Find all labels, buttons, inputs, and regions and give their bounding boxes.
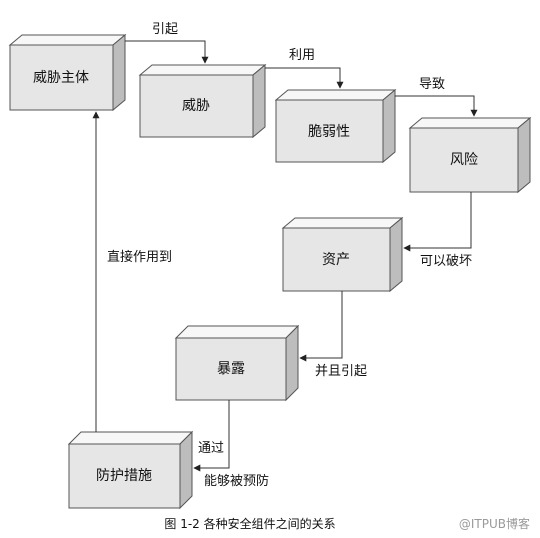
node-threat-agent-label: 威胁主体: [33, 70, 89, 86]
box-risk: 风险: [408, 116, 532, 194]
edge-label-direct-effect: 直接作用到: [107, 249, 172, 265]
edge-label-exploit: 利用: [289, 48, 315, 63]
node-vulnerability-label: 脆弱性: [308, 123, 350, 140]
box-threat: 威胁: [138, 63, 267, 139]
edge-label-and-cause: 并且引起: [315, 364, 367, 379]
node-risk-label: 风险: [450, 152, 478, 168]
edge-label-lead-to: 导致: [419, 77, 445, 92]
edge-asset-to-exposure: [299, 291, 343, 362]
edge-risk-to-asset: [403, 192, 472, 252]
node-exposure-label: 暴露: [217, 361, 245, 377]
edge-label-through: 通过: [198, 441, 224, 456]
box-exposure: 暴露: [174, 324, 300, 402]
edge-threat-agent-to-threat: [125, 40, 209, 64]
edge-threat-to-vulnerability: [265, 67, 344, 89]
box-threat-agent: 威胁主体: [8, 33, 127, 112]
node-asset-label: 资产: [322, 252, 350, 268]
edge-label-cause: 引起: [152, 22, 178, 37]
box-safeguard: 防护措施: [67, 430, 194, 510]
edge-label-can-prevent: 能够被预防: [204, 473, 269, 489]
box-vulnerability: 脆弱性: [274, 88, 397, 164]
edge-label-can-damage: 可以破坏: [420, 254, 472, 269]
figure-caption: 图 1-2 各种安全组件之间的关系: [164, 516, 335, 531]
node-threat-label: 威胁: [182, 98, 210, 114]
box-asset: 资产: [281, 216, 404, 293]
node-safeguard-label: 防护措施: [96, 468, 152, 484]
edge-exposure-to-safeguard: [193, 400, 230, 472]
watermark: @ITPUB博客: [459, 516, 530, 531]
edge-vulnerability-to-risk: [395, 95, 478, 117]
